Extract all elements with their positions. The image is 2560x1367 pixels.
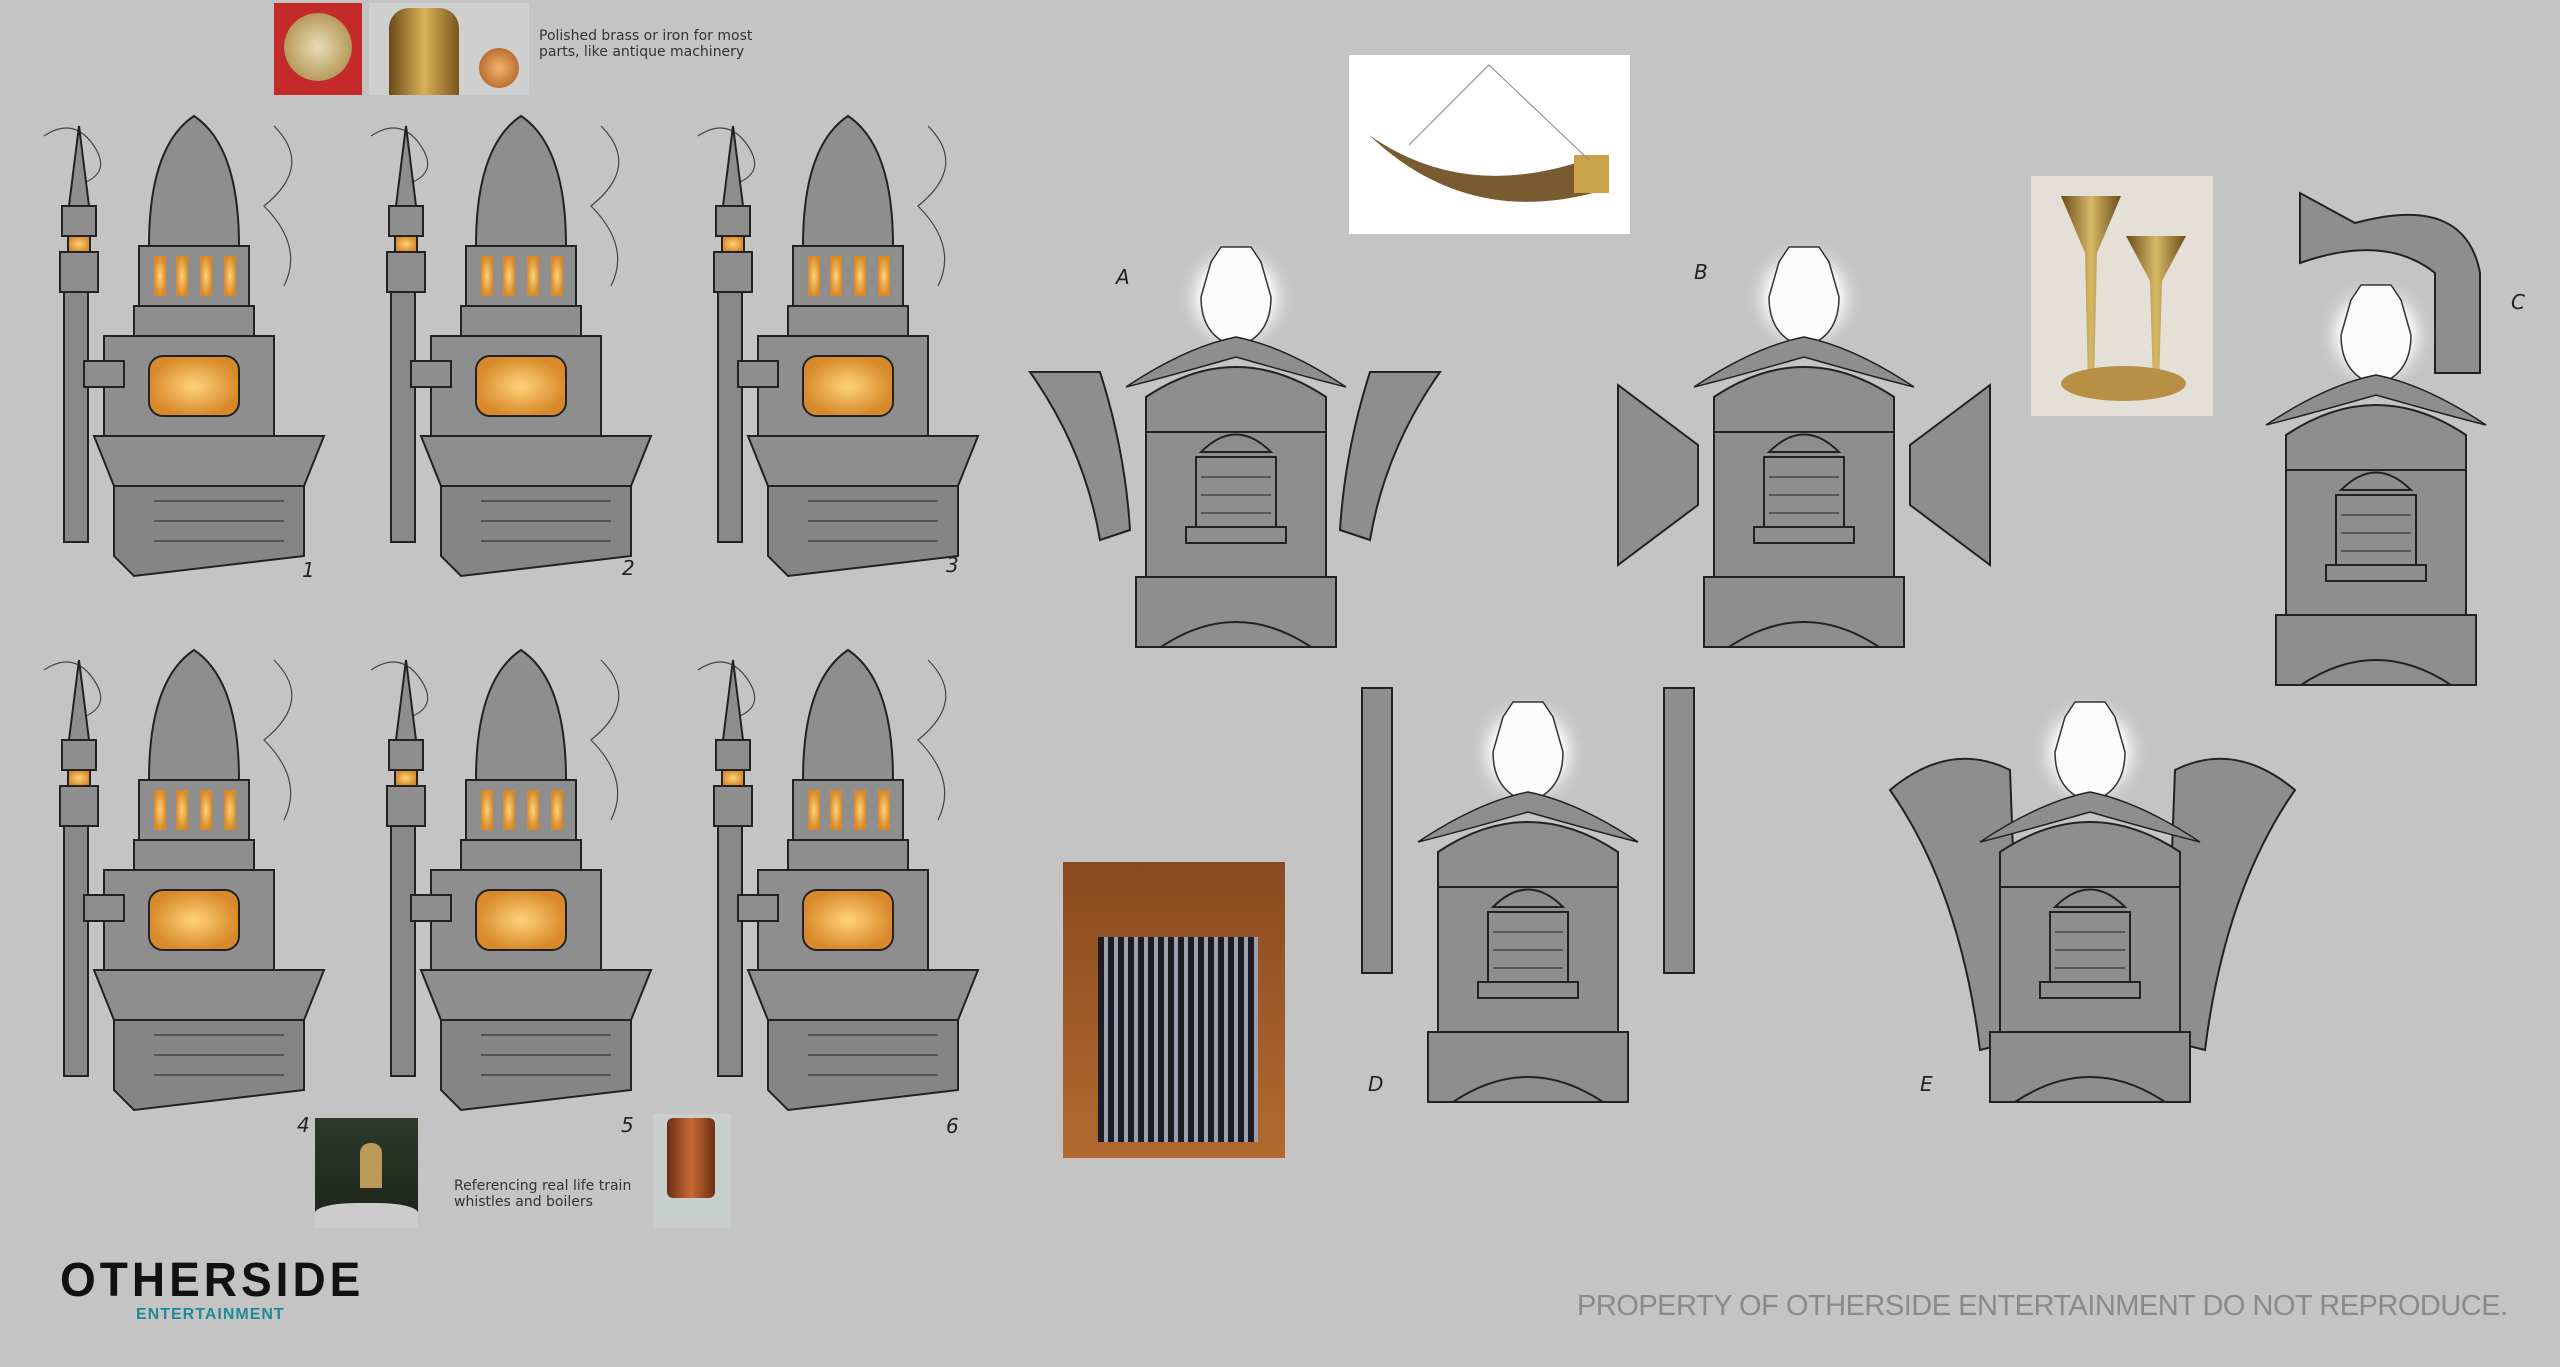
concept-number: 3 (946, 553, 959, 577)
concept-number: 6 (946, 1114, 959, 1138)
pipe-organ-photo (1063, 862, 1285, 1158)
boiler-sketch (351, 106, 661, 586)
sconce-sketch (1086, 237, 1386, 657)
boiler-sketch (24, 106, 334, 586)
sconce-sketch (2226, 275, 2526, 695)
copper-boiler-photo (653, 1114, 731, 1228)
concept-number: 2 (622, 556, 635, 580)
flared-horn-arms (1617, 383, 1991, 567)
concept-number: 5 (621, 1113, 634, 1137)
teapot-spout-arms (1028, 371, 1442, 542)
concept-letter: A (1116, 265, 1130, 289)
concept-letter: E (1920, 1072, 1933, 1096)
drinking-horn-photo (1349, 55, 1630, 234)
concept-letter: D (1368, 1072, 1384, 1096)
pressure-gauge-photo (274, 3, 362, 95)
copyright-notice: PROPERTY OF OTHERSIDE ENTERTAINMENT DO N… (1577, 1290, 2508, 1322)
concept-letter: B (1694, 260, 1708, 284)
train-caption: Referencing real life train whistles and… (454, 1178, 632, 1210)
otherside-logo: OTHERSIDE (60, 1251, 365, 1307)
sconce-sketch (1940, 692, 2240, 1112)
sconce-sketch (1378, 692, 1678, 1112)
concept-number: 4 (297, 1113, 310, 1137)
train-whistle-photo (315, 1118, 418, 1228)
vertical-pipe-arms (1361, 687, 1695, 974)
brass-machinery-photo (369, 3, 529, 95)
materials-caption: Polished brass or iron for most parts, l… (539, 28, 753, 60)
concept-letter: C (2511, 290, 2525, 314)
boiler-sketch (351, 640, 661, 1120)
entertainment-logo-text: ENTERTAINMENT (136, 1306, 285, 1323)
concept-number: 1 (302, 558, 315, 582)
boiler-sketch (24, 640, 334, 1120)
upward-horn-arms (1888, 757, 2297, 1052)
boiler-sketch (678, 640, 988, 1120)
boiler-sketch (678, 106, 988, 586)
sconce-sketch (1654, 237, 1954, 657)
brass-trumpets-photo (2031, 176, 2213, 416)
